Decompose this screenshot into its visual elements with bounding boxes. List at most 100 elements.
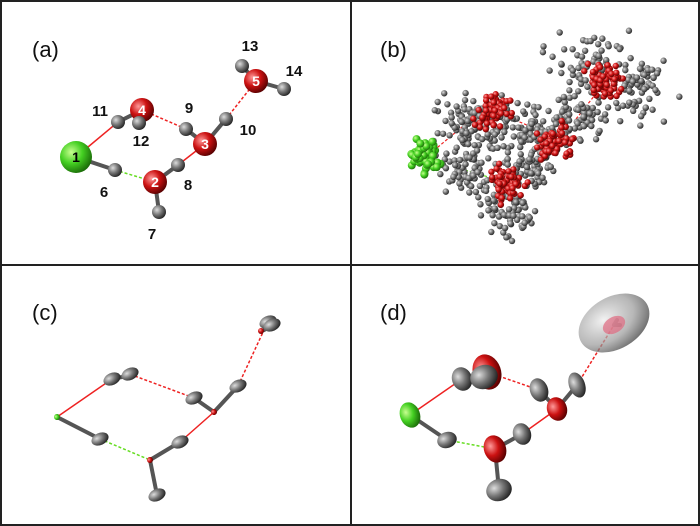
cloud-point bbox=[608, 70, 615, 78]
cloud-point bbox=[471, 121, 479, 129]
cloud-point bbox=[517, 143, 524, 151]
cloud-point bbox=[563, 150, 570, 157]
cloud-point bbox=[452, 161, 459, 169]
cloud-point bbox=[490, 112, 497, 120]
cloud-point bbox=[510, 212, 517, 219]
cloud-point bbox=[629, 78, 636, 85]
atom-ellipsoid-3 bbox=[546, 397, 568, 421]
cloud-point bbox=[444, 101, 451, 108]
cloud-point bbox=[431, 107, 438, 114]
cloud-point bbox=[470, 97, 477, 105]
cloud-point bbox=[434, 98, 441, 106]
panel-c-label: (c) bbox=[32, 300, 58, 325]
atom-label-7: 7 bbox=[148, 226, 156, 243]
cloud-point bbox=[528, 169, 535, 177]
cloud-point bbox=[506, 195, 514, 202]
cloud-point bbox=[524, 101, 531, 108]
cloud-point bbox=[514, 99, 521, 107]
cloud-point bbox=[648, 66, 656, 73]
cloud-point bbox=[468, 183, 475, 190]
atom-11 bbox=[111, 115, 125, 129]
cloud-point bbox=[622, 61, 629, 69]
cloud-point bbox=[595, 40, 602, 48]
cloud-point bbox=[494, 144, 501, 152]
cloud-point bbox=[498, 134, 505, 141]
cloud-point bbox=[519, 213, 526, 220]
atom-ellipsoid-11 bbox=[451, 367, 473, 391]
cloud-point bbox=[515, 124, 522, 131]
atom-label-8: 8 bbox=[184, 177, 192, 194]
cloud-point bbox=[505, 168, 512, 175]
atom-ellipsoid-11 bbox=[103, 372, 121, 386]
cloud-point bbox=[531, 207, 539, 215]
cloud-point bbox=[604, 61, 611, 69]
atom-ellipsoid-2 bbox=[147, 457, 153, 463]
atom-cloud-1 bbox=[407, 135, 445, 179]
cloud-point bbox=[501, 104, 508, 112]
cloud-point bbox=[473, 147, 481, 154]
cloud-point bbox=[521, 219, 528, 227]
cloud-point bbox=[508, 173, 515, 181]
atom-ellipsoid-12 bbox=[121, 367, 139, 381]
atom-ellipsoid-3 bbox=[211, 409, 217, 415]
panel-c-bond-1-6 bbox=[55, 415, 102, 441]
cloud-point bbox=[587, 37, 594, 45]
cloud-point bbox=[629, 107, 637, 115]
cloud-point bbox=[490, 99, 497, 106]
atom-cloud-3 bbox=[533, 117, 577, 163]
cloud-point bbox=[558, 124, 565, 131]
atom-ellipsoid-8 bbox=[512, 423, 532, 445]
atom-10 bbox=[219, 112, 233, 126]
cloud-point bbox=[580, 113, 587, 121]
cloud-point bbox=[641, 71, 648, 79]
atom-label-5: 5 bbox=[252, 73, 260, 89]
atom-ellipsoid-9 bbox=[529, 378, 549, 402]
cloud-point bbox=[462, 161, 469, 168]
cloud-point bbox=[539, 118, 547, 125]
cloud-point bbox=[489, 212, 496, 219]
cloud-point bbox=[566, 87, 573, 94]
atom-cloud-14 bbox=[595, 57, 683, 129]
cloud-point bbox=[636, 65, 644, 72]
atom-ellipsoid-2 bbox=[483, 435, 507, 463]
cloud-point bbox=[619, 102, 627, 109]
cloud-point bbox=[604, 104, 612, 111]
cloud-point bbox=[560, 93, 568, 101]
cloud-point bbox=[660, 118, 668, 125]
cloud-point bbox=[575, 106, 582, 114]
cloud-point bbox=[485, 207, 492, 214]
cloud-point bbox=[510, 133, 517, 140]
cloud-point bbox=[471, 141, 478, 149]
cloud-point bbox=[482, 187, 490, 195]
cloud-point bbox=[524, 179, 531, 186]
cloud-point bbox=[537, 136, 544, 143]
cloud-point bbox=[555, 137, 563, 145]
cloud-point bbox=[566, 94, 573, 101]
cloud-point bbox=[466, 189, 473, 196]
cloud-point bbox=[588, 122, 595, 130]
cloud-point bbox=[532, 111, 539, 119]
cloud-point bbox=[517, 151, 524, 158]
atom-5 bbox=[244, 69, 268, 93]
atom-ellipsoid-1 bbox=[54, 414, 60, 420]
cloud-point bbox=[518, 138, 525, 145]
panel-c-hbond-1-11 bbox=[56, 378, 113, 418]
atom-14 bbox=[277, 82, 291, 96]
atom-3 bbox=[193, 132, 217, 156]
cloud-point bbox=[614, 104, 622, 112]
cloud-point bbox=[482, 97, 490, 104]
atom-label-4: 4 bbox=[138, 102, 146, 118]
cloud-point bbox=[464, 117, 471, 125]
cloud-point bbox=[566, 111, 573, 118]
atom-4 bbox=[130, 98, 154, 122]
cloud-point bbox=[505, 206, 513, 213]
cloud-point bbox=[612, 62, 619, 70]
cloud-point bbox=[575, 64, 582, 72]
cloud-point bbox=[446, 158, 453, 165]
panel-b-hbond-1-11 bbox=[425, 121, 469, 158]
cloud-point bbox=[422, 142, 431, 151]
atom-7 bbox=[152, 205, 166, 219]
cloud-point bbox=[590, 86, 597, 94]
